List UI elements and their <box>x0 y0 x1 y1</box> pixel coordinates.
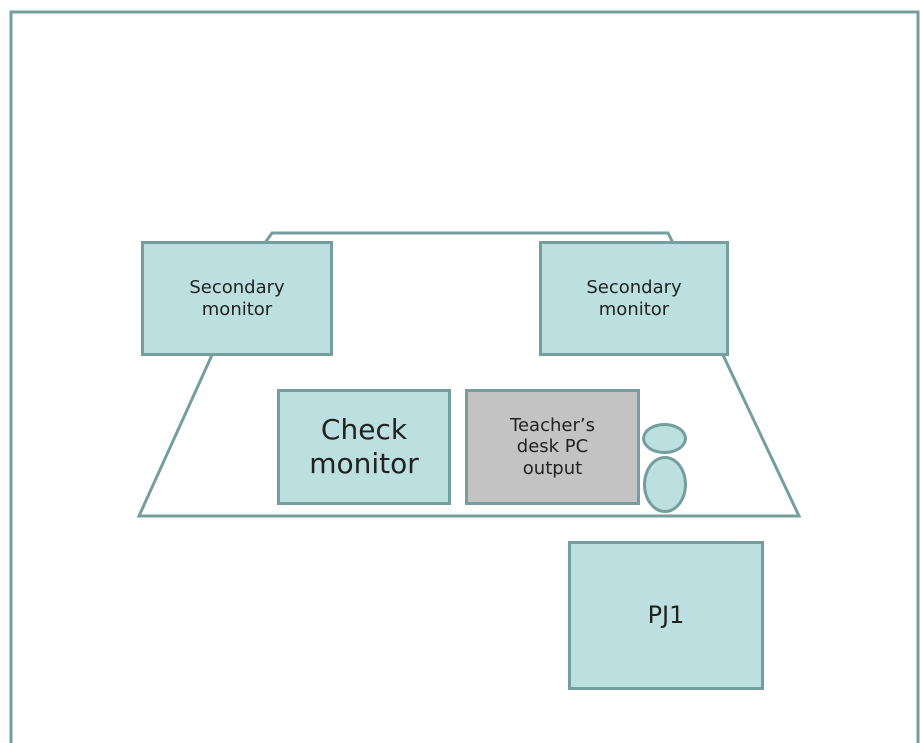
projector-pj1: PJ1 <box>568 541 764 690</box>
check-monitor: Check monitor <box>277 389 451 505</box>
person-body <box>643 456 687 513</box>
room-border <box>9 10 920 743</box>
secondary-monitor-right-label: Secondary monitor <box>586 276 682 320</box>
teacher-desk-pc-output: Teacher’s desk PC output <box>465 389 640 505</box>
secondary-monitor-left: Secondary monitor <box>141 241 333 356</box>
secondary-monitor-right: Secondary monitor <box>539 241 729 356</box>
secondary-monitor-left-label: Secondary monitor <box>189 276 285 320</box>
person-head <box>642 423 687 454</box>
projector-pj1-label: PJ1 <box>647 601 685 630</box>
desk-top-edge <box>260 231 677 248</box>
check-monitor-label: Check monitor <box>309 413 419 480</box>
teacher-desk-pc-output-label: Teacher’s desk PC output <box>510 414 595 479</box>
desk-outline <box>136 354 802 518</box>
